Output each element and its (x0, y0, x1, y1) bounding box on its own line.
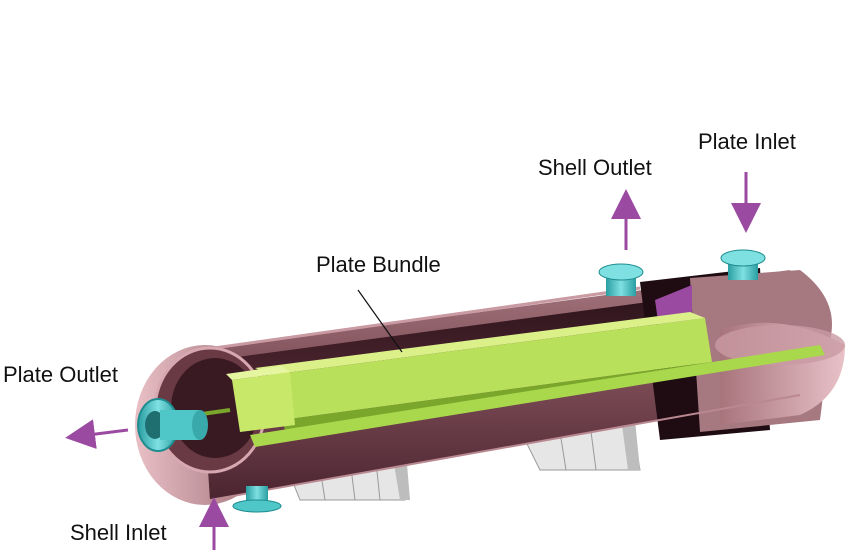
plate-bundle-leader-line (357, 289, 403, 353)
plate-outlet-arrow-icon (65, 419, 129, 450)
shell-inlet-nozzle (232, 486, 282, 513)
plate-bundle-label: Plate Bundle (316, 252, 441, 277)
shell-inlet-label: Shell Inlet (70, 520, 167, 545)
plate-bundle (159, 312, 825, 447)
plate-inlet-nozzle (720, 249, 766, 280)
plate-outlet-label: Plate Outlet (3, 362, 118, 387)
shell-outlet-label: Shell Outlet (538, 155, 652, 180)
shell-outlet-nozzle (598, 263, 644, 296)
plate-inlet-label: Plate Inlet (698, 129, 796, 154)
plate-outlet-nozzle (137, 398, 208, 452)
